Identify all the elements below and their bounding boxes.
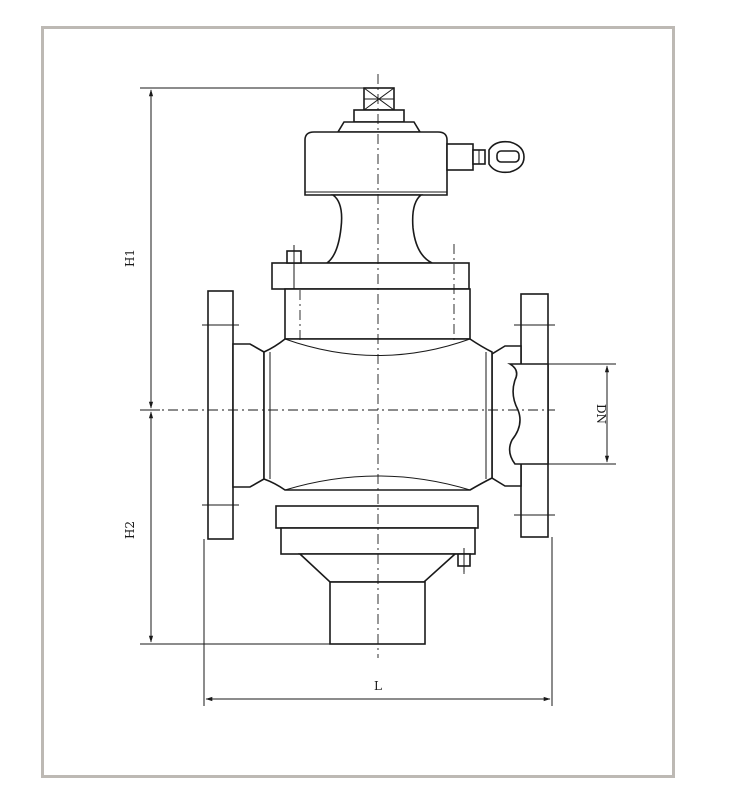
yoke-neck — [324, 194, 433, 264]
actuator-housing — [304, 131, 448, 196]
top-nut — [336, 87, 422, 133]
dimension-label-dn: DN — [594, 404, 608, 424]
dimension-label-h1: H1 — [123, 249, 137, 267]
dimension-label-h2: H2 — [123, 521, 137, 539]
center-lines — [148, 74, 555, 658]
right-flange — [491, 293, 555, 538]
bonnet-flange — [271, 245, 471, 340]
left-flange — [202, 290, 265, 540]
dimension-lines — [140, 87, 616, 706]
bottom-cover — [275, 505, 479, 645]
dimension-label-l: L — [374, 679, 382, 693]
side-lock — [446, 140, 525, 174]
